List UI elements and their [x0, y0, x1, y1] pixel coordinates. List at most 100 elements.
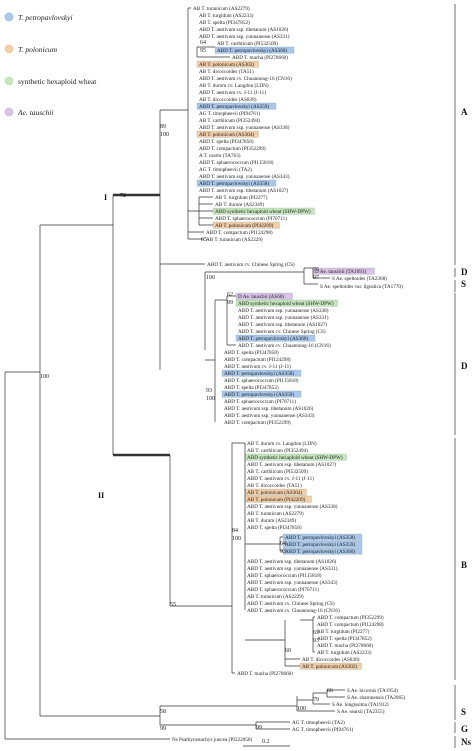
legend: T. petropavlovskyi T. polonicum syntheti…: [4, 12, 97, 117]
highlight-box: [214, 46, 295, 54]
highlight-box: [196, 130, 259, 138]
leaf-label: AB T. polonicum (AS304): [247, 489, 302, 496]
support-value: 93: [280, 549, 286, 555]
branch-A-sub1: [196, 46, 230, 58]
support-value: 58: [160, 709, 166, 715]
group-label: Ns: [461, 737, 471, 747]
highlight-box: [235, 334, 316, 342]
support-value: 65: [201, 237, 207, 243]
leaf-label: AB T. turgidum (AS2233): [199, 12, 254, 19]
leaf-label: AB T. durum cv. Langdon (LDN): [199, 82, 269, 89]
leaf-label: AB T. turgidum (PI2277): [317, 628, 370, 635]
leaf-label: ABD T. aestivum ssp. yunnanense (AS338): [238, 307, 329, 314]
leaf-label: ABD T. aestivum ssp. tibetanum (AS1026): [247, 558, 337, 565]
legend-swatch-tauschii: [4, 107, 14, 117]
leaf-label: ABD T. aestivum ssp. yunnanense (AS343): [224, 412, 315, 419]
support-value: 93: [313, 638, 319, 644]
leaf-label: ABD T. petropavlovskyi (AS358): [285, 534, 355, 541]
support-value: 93: [206, 388, 212, 394]
leaf-label: ABD T. spelta (PI347852): [317, 635, 372, 642]
branch-D-wheat: [205, 295, 236, 422]
leaf-label: ABD T. aestivum cv. Chinese Spring (CS): [207, 261, 295, 268]
branch-root: [4, 371, 170, 740]
support-value: 95: [200, 48, 206, 54]
support-value: 76: [313, 267, 319, 273]
leaf-label: AB T. turgidum (PI2277): [215, 194, 268, 201]
leaf-label: ABD T. compactum (PI124298): [224, 356, 291, 363]
leaf-label: S Ae. sharonensis (TA2065): [347, 694, 406, 701]
leaf-label: ABD synthetic hexaploid wheat (SHW-DPW): [238, 300, 334, 307]
highlight-box: [235, 299, 338, 307]
leaf-label: ABD T. petropavlovskyi (AS358): [199, 180, 269, 187]
leaf-label: ABD T. spelta (PI347858): [199, 138, 254, 145]
branch-backbone: [39, 224, 160, 717]
legend-swatch-synthetic: [4, 76, 14, 86]
scale-label: 0.2: [262, 739, 270, 745]
leaf-label: ABD T. macha (PI278660): [317, 642, 373, 649]
leaf-label: ABD T. aestivum ssp. tibetanum (AS1027): [238, 321, 328, 328]
leaf-label: ABD T. aestivum ssp. yunnanense (AS343): [199, 173, 290, 180]
support-value: 62: [227, 292, 233, 298]
highlight-box: [196, 179, 277, 187]
legend-label-synthetic: synthetic hexaploid wheat: [18, 77, 97, 86]
leaf-label: S Ae. longissima (TA1912): [332, 701, 389, 708]
leaf-label: ABD T. aestivum ssp. yunnanense (AS331): [199, 33, 290, 40]
legend-swatch-petropavlovskyi: [4, 12, 14, 22]
branch-B-sub: [245, 616, 315, 667]
leaf-label: ABD T. sphaerococcum (PI70711): [247, 586, 319, 593]
support-value: 65: [313, 630, 319, 636]
leaf-label: ABD T. aestivum cv. Chuannong-16 (CN16): [247, 607, 340, 614]
leaf-label: AB T. carthlicum (PI352494): [199, 117, 260, 124]
leaf-label: ABD T. aestivum cv. J-11 (J-11): [224, 363, 291, 370]
tree-branches: [4, 7, 345, 740]
leaf-label: AB T. polonicum (PI42209): [215, 222, 274, 229]
highlight-box: [282, 540, 363, 548]
leaf-label: ABD T. spelta (PI347858): [224, 349, 279, 356]
leaf-label: AG T. timopheevii (PI94761): [292, 726, 353, 733]
support-value: 64: [200, 40, 206, 46]
leaf-label: ABD T. sphaerococcum (PI115818): [199, 159, 274, 166]
leaf-label: ABD T. compactum (PI124298): [206, 229, 273, 236]
support-value: 89: [160, 124, 166, 130]
leaf-label: AB T. turanicum (AS2279): [247, 510, 304, 517]
leaf-label: AB T. turanicum (AS2229): [206, 236, 263, 243]
leaf-label: ABD T. spelta (PI347852): [224, 384, 279, 391]
leaf-label: AB T. turanicum (AS2229): [247, 593, 304, 600]
leaf-label: ABD T. aestivum ssp. tibetanum (AS1027): [199, 187, 289, 194]
support-value: 79: [313, 697, 319, 703]
legend-label-polonicum: T. polonicum: [18, 45, 58, 54]
leaf-label: AB T. turanicum (AS2279): [193, 5, 250, 12]
group-label: S: [461, 707, 466, 717]
leaf-label: AG T. timopheevii (TA2): [199, 166, 252, 173]
support-value: 100: [40, 374, 49, 380]
branch-B-petro: [245, 536, 283, 552]
support-value: 99: [160, 726, 166, 732]
leaf-label: AB T. dicoccoides (AS838): [199, 96, 257, 103]
highlight-box: [196, 60, 259, 68]
leaf-label: ABD T. petropavlovskyi (AS359): [285, 541, 355, 548]
leaf-label: ABD T. aestivum ssp. yunnanense (AS331): [238, 314, 329, 321]
leaf-label: ABD T. aestivum ssp. tibetanum (AS1027): [247, 461, 337, 468]
leaf-label: ABD T. aestivum ssp. yunnanense (AS331): [247, 565, 338, 572]
support-value: 99: [256, 725, 262, 731]
leaf-label: Ns Psathyrostachys juncea (PI222050): [172, 736, 253, 743]
support-value: 100: [206, 396, 215, 402]
group-label: G: [461, 724, 468, 734]
leaf-label: AG T. timopheevii (PI94761): [199, 110, 260, 117]
leaf-label: ABD synthetic hexaploid wheat (SHW-DPW): [215, 208, 311, 215]
leaf-label: ABD T. aestivum ssp. yunnanense (AS338): [199, 124, 290, 131]
leaf-label: ABD T. petropavlovskyi (AS360): [217, 47, 287, 54]
branch-A-sub2: [188, 196, 213, 226]
support-value: 97: [313, 275, 319, 281]
leaf-label: ABD T. macha (PI278660): [237, 670, 293, 677]
branch-clade-I: [112, 194, 160, 455]
leaf-label: AB T. dicoccoides (TA51): [199, 68, 254, 75]
leaf-label: ABD T. spelta (PI347858): [247, 524, 302, 531]
leaf-label: ABD T. compactum (PI124298): [317, 621, 384, 628]
leaf-label: S Ae. speltoides (TA2368): [332, 275, 387, 282]
highlight-box: [196, 102, 277, 110]
leaf-label: ABD T. aestivum ssp. tibetanum (AS1026): [199, 26, 289, 33]
support-value: 99: [227, 300, 233, 306]
leaf-label: ABD T. petropavlovskyi (AS358): [224, 370, 294, 377]
